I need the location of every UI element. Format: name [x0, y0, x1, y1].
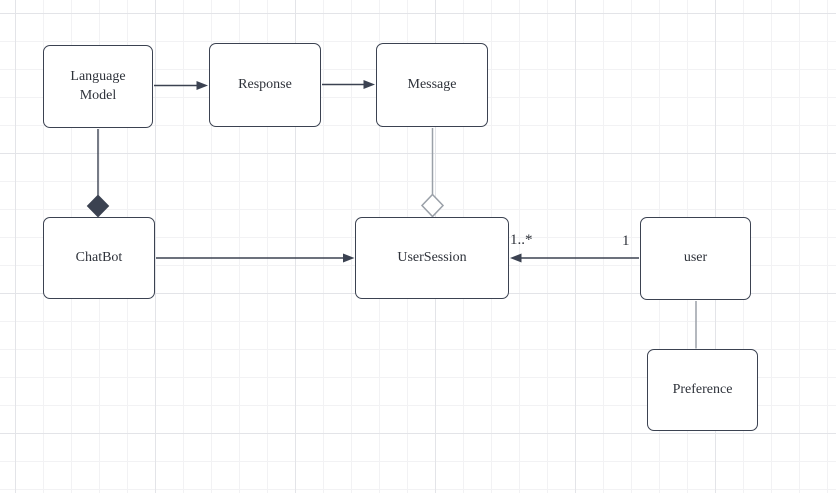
edge-language-model-to-chatbot-composition[interactable] — [86, 129, 110, 218]
multiplicity-label-user-session-end[interactable]: 1..* — [510, 232, 533, 248]
node-label: Language Model — [70, 69, 126, 103]
filled-diamond-icon — [86, 194, 110, 218]
node-label: Message — [407, 76, 457, 92]
node-label: UserSession — [397, 249, 467, 265]
edge-language-model-to-response[interactable] — [154, 81, 208, 90]
node-preference[interactable]: Preference — [647, 349, 758, 431]
node-user-session[interactable]: UserSession — [355, 217, 509, 299]
edge-user-to-user-session[interactable] — [510, 253, 639, 263]
hollow-diamond-icon — [420, 193, 445, 218]
node-user[interactable]: user — [640, 217, 751, 300]
arrowhead-icon — [343, 253, 355, 263]
node-label: Response — [238, 76, 292, 92]
node-label: user — [683, 250, 708, 266]
node-response[interactable]: Response — [209, 43, 321, 127]
edge-message-to-user-session-aggregation[interactable] — [420, 128, 445, 218]
arrowhead-icon — [363, 80, 375, 89]
node-label: ChatBot — [75, 249, 123, 265]
edge-chatbot-to-user-session[interactable] — [156, 253, 355, 263]
multiplicity-label-user-end[interactable]: 1 — [622, 233, 630, 249]
arrowhead-icon — [196, 81, 208, 90]
node-language-model[interactable]: Language Model — [43, 45, 153, 128]
node-chatbot[interactable]: ChatBot — [43, 217, 155, 299]
arrowhead-icon — [510, 253, 522, 263]
edge-response-to-message[interactable] — [322, 80, 375, 89]
node-message[interactable]: Message — [376, 43, 488, 127]
node-label: Preference — [672, 381, 733, 397]
